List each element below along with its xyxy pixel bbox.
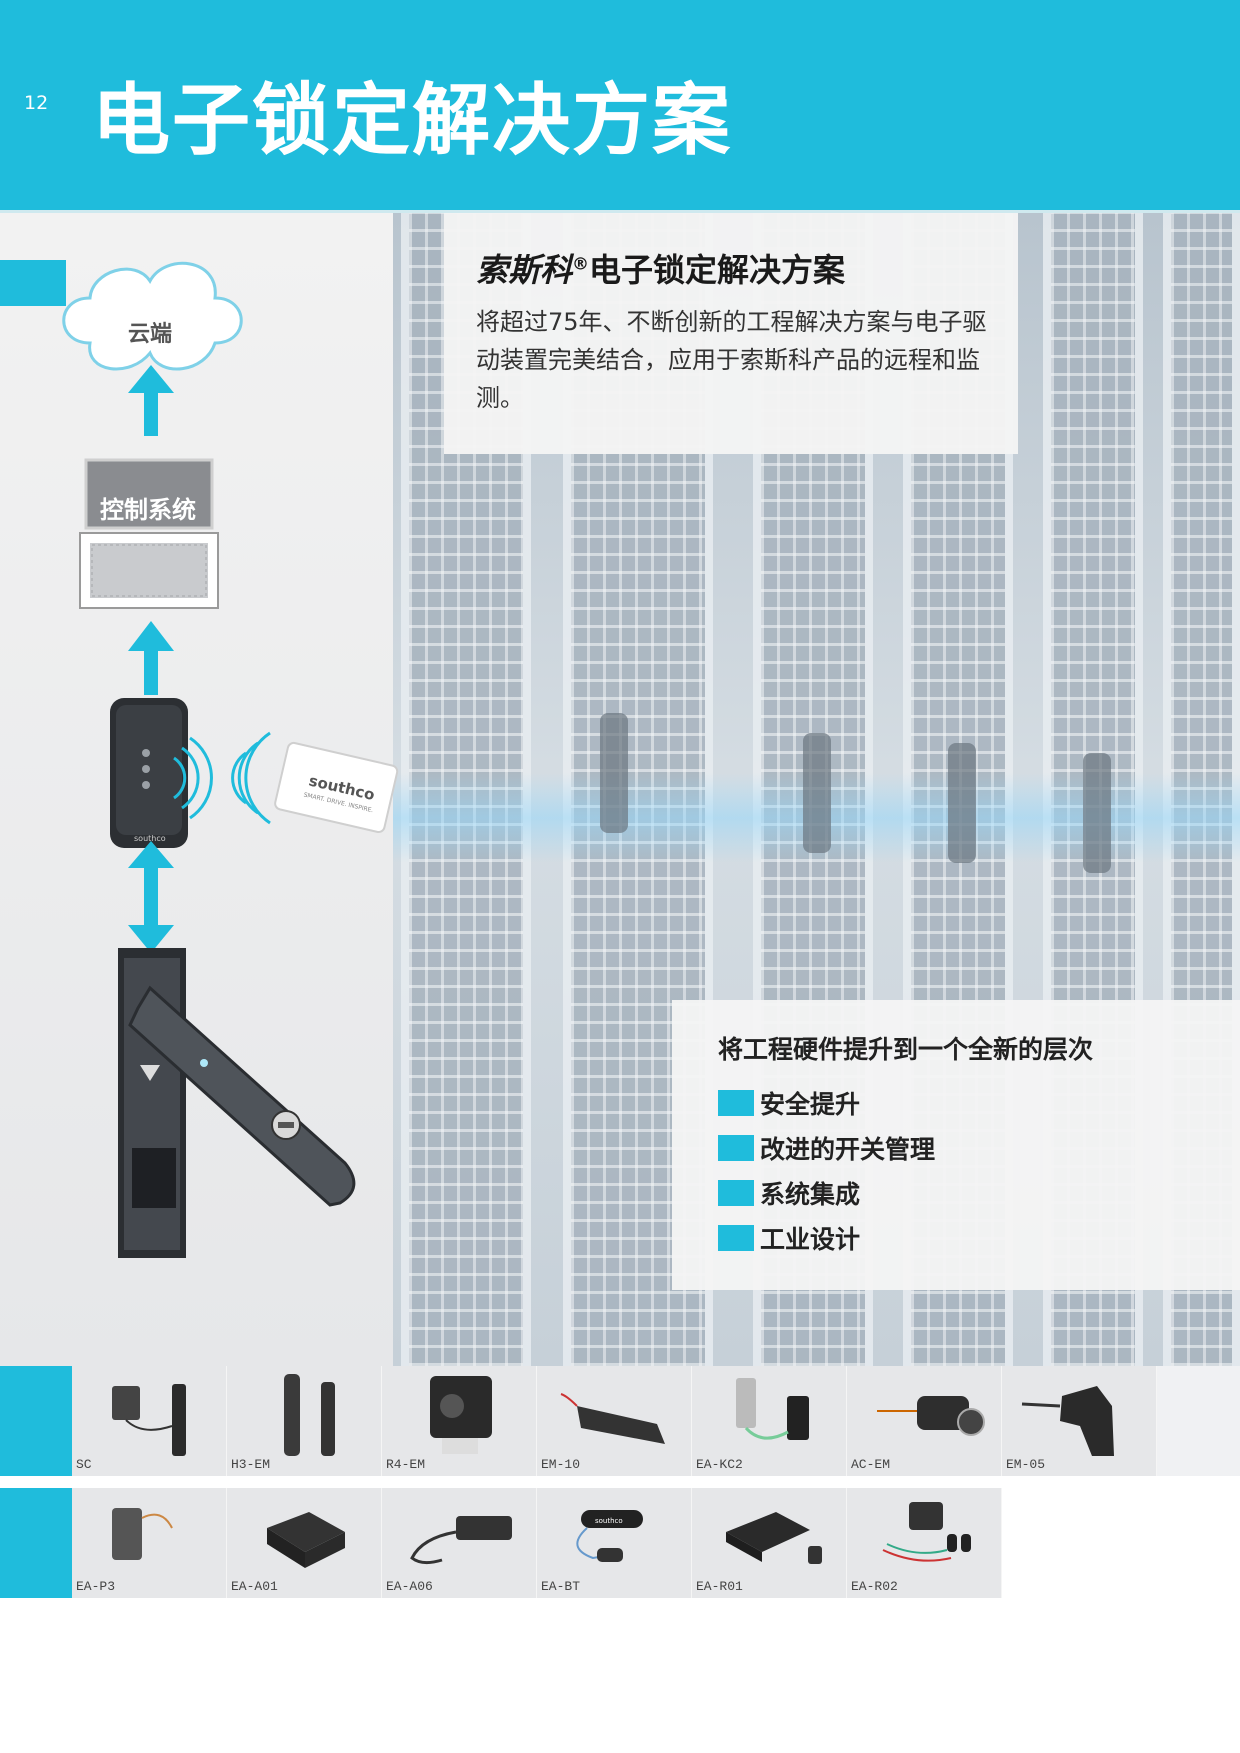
svg-text:southco: southco (134, 834, 166, 843)
bidirectional-arrow-icon (128, 841, 174, 953)
svg-text:southco: southco (595, 1517, 623, 1525)
remote-receiver-icon (882, 1502, 971, 1562)
feature-item: 改进的开关管理 (718, 1125, 1240, 1170)
up-arrow-icon (128, 365, 174, 436)
proximity-reader-icon (112, 1508, 173, 1560)
product-label: EM-05 (1006, 1457, 1046, 1472)
bullet-square (718, 1179, 754, 1206)
product-tile: AC-EM (847, 1366, 1002, 1476)
rack-handle (600, 713, 628, 833)
product-row: EA-P3 EA-A01 EA-A06 southco EA-BT EA- (0, 1488, 1240, 1598)
product-label: R4-EM (386, 1457, 426, 1472)
wireless-signal-icon (173, 731, 271, 825)
bullet-square (718, 1224, 754, 1251)
product-label: SC (76, 1457, 92, 1472)
product-tile: EM-05 (1002, 1366, 1157, 1476)
product-label: EA-R01 (696, 1579, 743, 1594)
features-heading: 将工程硬件提升到一个全新的层次 (718, 1035, 1094, 1064)
product-row: SC H3-EM R4-EM EM-10 EA-KC2 (0, 1366, 1240, 1476)
registered-mark: ® (572, 254, 590, 275)
product-tile: SC (72, 1366, 227, 1476)
control-system-label: 控制系统 (100, 496, 196, 524)
usb-module-icon (410, 1516, 512, 1565)
product-label: EA-BT (541, 1579, 581, 1594)
header-divider (0, 210, 1240, 213)
row-filler (1157, 1366, 1240, 1476)
keypad-reader-icon (112, 1384, 186, 1456)
product-label: EA-A06 (386, 1579, 433, 1594)
cloud-icon (62, 261, 243, 371)
bullet-square (718, 1089, 754, 1116)
feature-item: 系统集成 (718, 1170, 1240, 1215)
rotary-latch-icon (430, 1376, 492, 1454)
brand-name: 索斯科 (476, 251, 573, 289)
feature-item: 安全提升 (718, 1080, 1240, 1125)
rack-handle (1083, 753, 1111, 873)
product-label: AC-EM (851, 1457, 891, 1472)
row-filler (1002, 1488, 1240, 1598)
intro-body: 将超过75年、不断创新的工程解决方案与电子驱动装置完美结合，应用于索斯科产品的远… (476, 308, 987, 412)
intro-title: 索斯科®电子锁定解决方案 (476, 245, 988, 291)
page-header: 12 电子锁定解决方案 (0, 0, 1240, 212)
feature-label: 安全提升 (760, 1089, 861, 1119)
product-label: EM-10 (541, 1457, 581, 1472)
rack-handle (803, 733, 831, 853)
keypad-controller-icon (736, 1378, 809, 1440)
access-module-icon (267, 1512, 345, 1568)
product-tile: EA-R01 (692, 1488, 847, 1598)
product-tile: EA-A06 (382, 1488, 537, 1598)
product-label: H3-EM (231, 1457, 271, 1472)
cylinder-actuator-icon (877, 1396, 985, 1436)
page-title: 电子锁定解决方案 (92, 76, 733, 166)
product-tile: EA-P3 (72, 1488, 227, 1598)
electronic-latch-icon (1021, 1386, 1114, 1456)
accent-block (0, 260, 66, 306)
feature-label: 系统集成 (760, 1179, 861, 1209)
laptop-icon (79, 458, 219, 609)
rfid-card-icon: southco SMART. DRIVE. INSPIRE. (274, 741, 399, 834)
feature-item: 工业设计 (718, 1215, 1240, 1260)
product-tile: EA-KC2 (692, 1366, 847, 1476)
card-reader-icon: southco (110, 698, 188, 848)
cloud-label: 云端 (128, 322, 173, 347)
feature-label: 改进的开关管理 (760, 1134, 936, 1164)
handle-lock-icon (284, 1374, 335, 1456)
features-box: 将工程硬件提升到一个全新的层次 安全提升 改进的开关管理 系统集成 工业设计 (672, 1000, 1240, 1290)
product-tile: EA-R02 (847, 1488, 1002, 1598)
intro-box: 索斯科®电子锁定解决方案 将超过75年、不断创新的工程解决方案与电子驱动装置完美… (444, 213, 1018, 454)
bluetooth-module-icon: southco (576, 1510, 643, 1562)
row-accent (0, 1488, 72, 1598)
product-tile: EM-10 (537, 1366, 692, 1476)
rack-handle (948, 743, 976, 863)
page-number: 12 (24, 92, 49, 114)
product-label: EA-R02 (851, 1579, 898, 1594)
product-label: EA-KC2 (696, 1457, 743, 1472)
controller-board-icon (726, 1512, 822, 1564)
product-tile: southco EA-BT (537, 1488, 692, 1598)
product-tile: EA-A01 (227, 1488, 382, 1598)
feature-label: 工业设计 (760, 1224, 861, 1254)
intro-title-text: 电子锁定解决方案 (589, 251, 846, 289)
electronic-handle-lock-icon (118, 948, 356, 1258)
row-accent (0, 1366, 72, 1476)
bullet-square (718, 1134, 754, 1161)
product-tile: H3-EM (227, 1366, 382, 1476)
product-tile: R4-EM (382, 1366, 537, 1476)
product-label: EA-A01 (231, 1579, 278, 1594)
product-label: EA-P3 (76, 1579, 116, 1594)
actuator-icon (560, 1393, 665, 1444)
system-diagram: southco southco SMART. DRIVE. INSPIRE. (62, 261, 399, 1258)
bidirectional-arrow-icon (128, 621, 174, 695)
